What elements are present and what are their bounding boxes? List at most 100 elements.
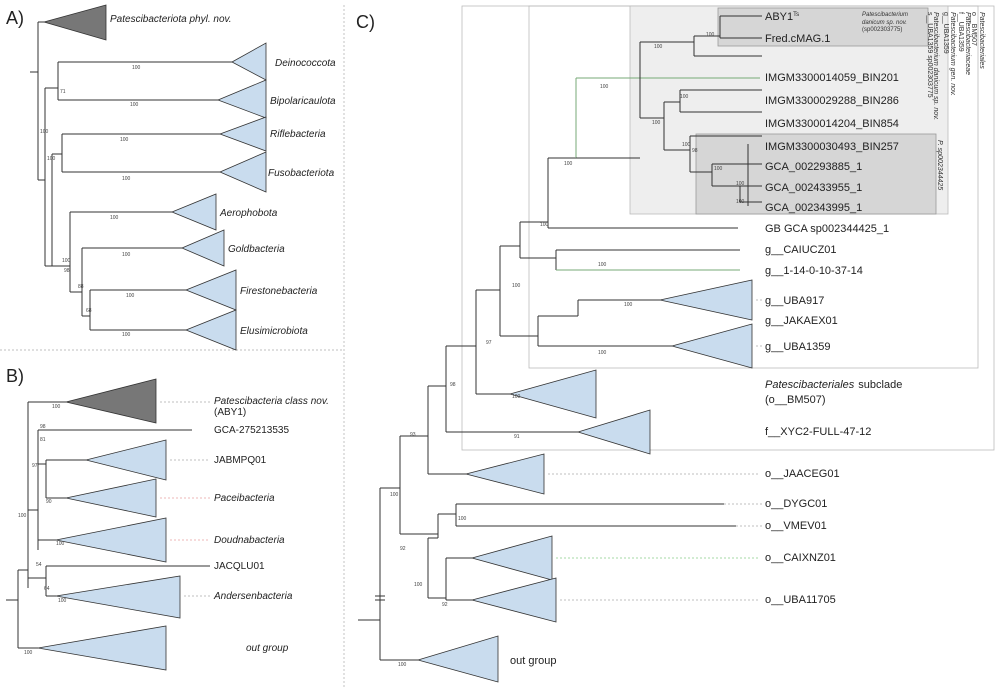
svg-text:81: 81 (40, 437, 46, 443)
svg-text:100: 100 (40, 129, 49, 135)
collapsed-clade-uba1359 (670, 323, 753, 369)
svg-text:100: 100 (122, 176, 131, 182)
collapsed-clade-bipolaricaulota (216, 79, 267, 119)
collapsed-clade-xyc2 (576, 409, 651, 455)
svg-text:97: 97 (486, 340, 492, 346)
svg-text:100: 100 (714, 166, 723, 172)
svg-text:97: 97 (32, 463, 38, 469)
panel-b-support-values: 100 98 81 97 90 100 100 100 54 64 100 (18, 404, 67, 656)
tip-jabmpq01: JABMPQ01 (214, 455, 267, 466)
label-species-danicum-1: Patescibacterium (862, 12, 908, 18)
collapsed-clade-firestonebacteria (184, 269, 237, 311)
tip-imgm-bin201: IMGM3300014059_BIN201 (765, 72, 899, 84)
svg-text:100: 100 (736, 181, 745, 187)
svg-text:92: 92 (400, 546, 406, 552)
collapsed-clade-riflebacteria (218, 116, 267, 152)
svg-text:93: 93 (410, 432, 416, 438)
tip-aerophobota: Aerophobota (219, 208, 278, 219)
tip-g-jakaex01: g__JAKAEX01 (765, 315, 838, 327)
svg-text:100: 100 (512, 394, 521, 400)
svg-text:100: 100 (682, 142, 691, 148)
collapsed-clade-deinococcota (231, 42, 267, 81)
tip-gb-gca-sp002344425: GB GCA sp002344425_1 (765, 223, 889, 235)
tip-o-bm507: (o__BM507) (765, 394, 826, 406)
box-species-sp002344425 (695, 133, 937, 215)
svg-text:88: 88 (78, 284, 84, 290)
svg-text:100: 100 (122, 332, 131, 338)
label-species-danicum-2: danicum sp. nov. (862, 20, 907, 26)
vlabel-family: Patescibacteriaceae (964, 12, 971, 75)
svg-text:64: 64 (44, 586, 50, 592)
collapsed-clade-elusimicrobiota (184, 309, 237, 351)
tip-outgroup-c: out group (510, 655, 556, 667)
tip-f-xyc2: f__XYC2-FULL-47-12 (765, 426, 871, 438)
svg-text:100: 100 (600, 84, 609, 90)
tip-elusimicrobiota: Elusimicrobiota (240, 326, 308, 337)
svg-text:100: 100 (24, 650, 33, 656)
svg-text:100: 100 (598, 262, 607, 268)
svg-text:92: 92 (442, 602, 448, 608)
svg-text:100: 100 (132, 65, 141, 71)
tip-o-caixnz01: o__CAIXNZ01 (765, 552, 836, 564)
tip-riflebacteria: Riflebacteria (270, 129, 326, 140)
panel-c-tree (358, 15, 762, 661)
svg-text:68: 68 (86, 308, 92, 314)
svg-text:100: 100 (598, 350, 607, 356)
panel-label-b: B) (6, 366, 24, 386)
svg-text:98: 98 (450, 382, 456, 388)
tip-o-vmev01: o__VMEV01 (765, 520, 827, 532)
collapsed-clade-goldbacteria (180, 229, 225, 267)
tip-gca-275213535: GCA-275213535 (214, 425, 289, 436)
tip-o-dygc01: o__DYGC01 (765, 498, 827, 510)
tip-gca-002293885: GCA_002293885_1 (765, 161, 862, 173)
panel-a-tree (30, 21, 232, 331)
collapsed-clade-jaaceg01 (465, 453, 545, 495)
panel-c-support-values: 100 100 100 100 100 100 98 100 100 100 1… (390, 32, 745, 668)
tip-gca-002343995: GCA_002343995_1 (765, 202, 862, 214)
svg-text:100: 100 (736, 199, 745, 205)
collapsed-clade-outgroup-b (37, 625, 167, 671)
tip-aby1: ABY1Ts (765, 11, 799, 23)
tip-fusobacteriota: Fusobacteriota (268, 168, 335, 179)
panel-label-c: C) (356, 12, 375, 32)
tip-imgm-bin286: IMGM3300029288_BIN286 (765, 95, 899, 107)
vlabel-order: Patescibacteriales (978, 12, 985, 69)
svg-text:100: 100 (706, 32, 715, 38)
svg-text:100: 100 (540, 222, 549, 228)
tip-aby1-class: Patescibacteria class nov. (214, 396, 329, 407)
tip-g-caiucz01: g__CAIUCZ01 (765, 244, 837, 256)
svg-text:100: 100 (122, 252, 131, 258)
svg-text:100: 100 (52, 404, 61, 410)
panel-a-support-values: 100 71 100 100 100 100 100 100 100 98 88… (40, 65, 141, 338)
collapsed-clade-jabmpq01 (85, 439, 167, 481)
svg-text:100: 100 (414, 582, 423, 588)
collapsed-clade-doudnabacteria (55, 517, 167, 563)
svg-text:98: 98 (64, 268, 70, 274)
svg-text:100: 100 (56, 541, 65, 547)
tip-gca-002433955: GCA_002433955_1 (765, 182, 862, 194)
collapsed-clade-jakaex01 (659, 279, 753, 321)
box-species-danicum (717, 7, 929, 47)
collapsed-clade-paceibacteria (65, 478, 157, 518)
tip-deinococcota: Deinococcota (275, 58, 336, 69)
svg-text:100: 100 (652, 120, 661, 126)
svg-text:54: 54 (36, 562, 42, 568)
vlabel-genus-code: g__UBA1359 (942, 12, 949, 54)
collapsed-clade-andersenbacteria (55, 575, 181, 619)
panel-b-tree (6, 401, 210, 649)
svg-text:100: 100 (624, 302, 633, 308)
svg-text:90: 90 (46, 499, 52, 505)
svg-text:98: 98 (692, 148, 698, 154)
collapsed-clade-aby1 (65, 378, 157, 424)
tip-andersenbacteria: Andersenbacteria (213, 591, 293, 602)
tip-bipolaricaulota: Bipolaricaulota (270, 96, 336, 107)
svg-text:100: 100 (390, 492, 399, 498)
vlabel-genus: Patescibacterium gen. nov. (949, 12, 956, 96)
tip-g-1-14-0-10-37-14: g__1-14-0-10-37-14 (765, 265, 863, 277)
svg-text:100: 100 (18, 513, 27, 519)
tip-o-uba11705: o__UBA11705 (765, 594, 836, 606)
tip-jacqlu01: JACQLU01 (214, 561, 265, 572)
svg-text:100: 100 (512, 283, 521, 289)
svg-text:100: 100 (120, 137, 129, 143)
